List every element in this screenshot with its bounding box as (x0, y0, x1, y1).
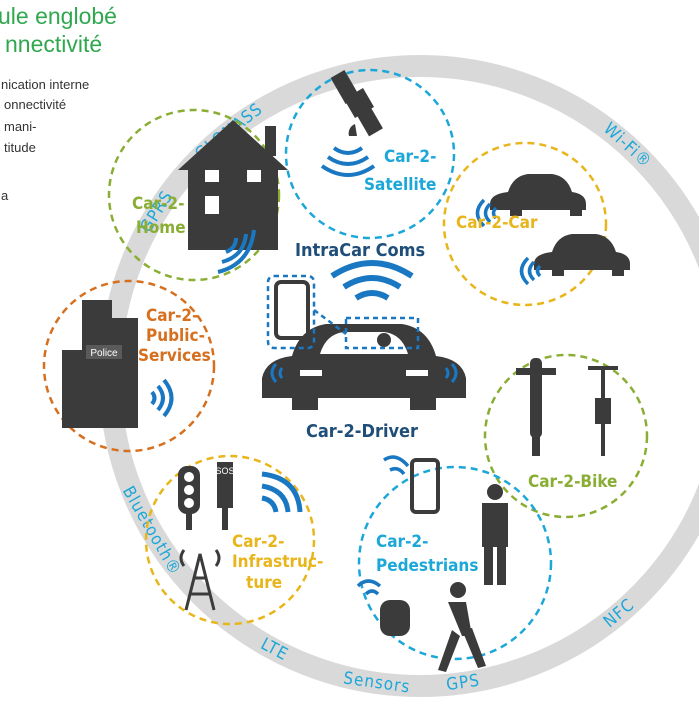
driver-label: Car-2-Driver (306, 421, 418, 442)
house-icon (178, 120, 288, 250)
home-label-1: Car-2- (132, 194, 184, 214)
pedestrian-phone-icon (410, 458, 440, 514)
cell-tower-icon (179, 549, 221, 611)
home-label-2: Home (136, 218, 186, 238)
header-body-line3: mani- (4, 119, 37, 134)
satellite-wave-icon (320, 146, 376, 177)
infra-label-1: Car-2- (232, 532, 284, 552)
traffic-light-icon (178, 466, 200, 530)
police-building-icon (62, 300, 138, 428)
car-icon-top (490, 174, 586, 216)
node-infrastructure: SOS Car-2- Infrastruc- ture (144, 454, 323, 626)
header-body-line2: onnectivité (4, 97, 67, 112)
car-icon-bottom (534, 234, 630, 276)
public-wave-icon (150, 378, 174, 418)
standing-person-icon (482, 484, 508, 585)
public-label-2: Public- (146, 326, 205, 346)
header-body-line5: a (1, 188, 9, 203)
node-satellite: Car-2- Satellite (284, 68, 456, 240)
phone-link (266, 274, 420, 350)
node-pedestrians: Car-2- Pedestrians (356, 455, 553, 672)
walking-person-icon (438, 582, 486, 672)
public-label-3: Services (138, 346, 211, 366)
sos-sign-text: SOS (215, 466, 234, 476)
home-wave-icon (217, 229, 256, 274)
wearable-ring-icon (380, 600, 410, 636)
public-label-1: Car-2- (146, 306, 198, 326)
ring-label-bluetooth: Bluetooth® (118, 483, 185, 579)
pedestrian-wave-icon (356, 455, 410, 596)
node-car: Car-2-Car (442, 141, 630, 307)
sos-pole-icon (217, 462, 233, 530)
satellite-label-1: Car-2- (384, 147, 436, 167)
bicycle-icon (588, 366, 618, 456)
ring-label-gps: GPS (445, 671, 481, 696)
driver-side-wave-icon (270, 363, 458, 383)
header-title-line2: nnectivité (5, 31, 103, 57)
infra-label-3: ture (246, 573, 282, 593)
pedestrians-label-2: Pedestrians (376, 556, 478, 576)
phone-icon (274, 280, 310, 340)
node-bike: Car-2-Bike (483, 353, 649, 519)
police-sign-text: Police (90, 348, 118, 359)
node-home: Car-2- Home (107, 108, 288, 282)
car-label: Car-2-Car (456, 213, 538, 233)
infra-wave-icon (261, 471, 303, 513)
ring-label-wi-fi: Wi-Fi® (599, 119, 655, 172)
header-body-line4: titude (4, 140, 36, 155)
bike-label: Car-2-Bike (528, 472, 617, 492)
intracar-title: IntraCar Coms (295, 240, 425, 261)
node-public-services: Police Car-2- Public- Services (42, 279, 216, 453)
node-center: IntraCar Coms Car-2-Driver (262, 240, 466, 442)
motorbike-icon (516, 358, 556, 456)
police-sign (86, 345, 122, 359)
satellite-icon (330, 70, 383, 137)
pedestrians-label-1: Car-2- (376, 532, 428, 552)
header-title-line1: ule englobé (0, 3, 117, 29)
intracar-wave-icon (330, 260, 414, 301)
car-wave-icon (475, 198, 542, 286)
header-body-line1: nication interne (1, 77, 90, 92)
satellite-label-2: Satellite (364, 175, 436, 195)
infra-label-2: Infrastruc- (232, 552, 323, 572)
